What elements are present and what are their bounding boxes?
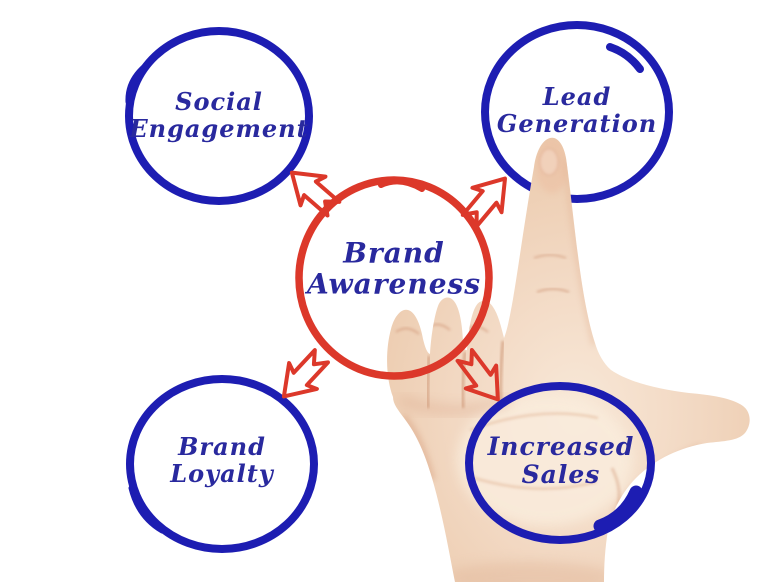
index-crease (533, 254, 567, 259)
pointing-hand-photo (387, 137, 750, 582)
circle-stroke (126, 375, 318, 553)
finger-separation (499, 340, 505, 406)
brush-tail (593, 485, 643, 533)
label-line: Social (175, 87, 263, 117)
hand-shading (395, 139, 701, 582)
label-line: Awareness (306, 268, 482, 301)
node-label-brand-loyalty: Brand Loyalty (170, 432, 274, 488)
node-label-lead-generation: Lead Generation (496, 82, 658, 138)
label-line: Generation (496, 109, 658, 138)
label-line: Sales (521, 460, 601, 489)
palm-crease (467, 474, 597, 490)
center-label-brand-awareness: Brand Awareness (306, 236, 482, 301)
node-circle-social-engagement (125, 27, 313, 205)
label-line: Engagement (129, 114, 309, 143)
label-line: Lead (542, 82, 612, 112)
node-circle-increased-sales (465, 382, 655, 544)
circle-stroke (481, 21, 673, 203)
circle-stroke (125, 27, 313, 205)
circle-stroke (465, 382, 655, 544)
label-line: Loyalty (170, 459, 274, 488)
node-circle-brand-loyalty (126, 375, 318, 553)
brush-tail (125, 63, 149, 106)
palm-highlight (457, 394, 633, 526)
brush-tail (378, 178, 425, 192)
label-line: Brand (343, 236, 445, 270)
node-label-increased-sales: Increased Sales (488, 433, 635, 489)
index-edge-shade (563, 159, 596, 346)
wrist-bottom-shade (445, 562, 615, 582)
index-fingernail (539, 148, 559, 176)
brush-tail (606, 43, 644, 73)
brush-tail (128, 485, 165, 534)
center-circle-brand-awareness (295, 176, 493, 380)
knuckle-crease (395, 327, 420, 335)
node-label-social-engagement: Social Engagement (129, 87, 309, 143)
finger-separation (461, 351, 467, 409)
finger-separation (426, 355, 431, 409)
node-circle-lead-generation (481, 21, 673, 203)
label-line: Brand (178, 432, 266, 462)
index-crease (536, 288, 570, 293)
label-line: Increased (487, 432, 635, 461)
